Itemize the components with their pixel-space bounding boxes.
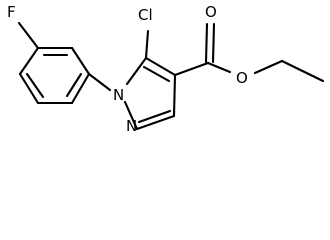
bond-c5-n1 bbox=[125, 56, 148, 86]
double-bond-c4-c5 bbox=[142, 65, 171, 83]
nitrogen-2-label: N bbox=[126, 117, 137, 134]
bond-oxygen-ch2 bbox=[253, 59, 284, 75]
carbonyl-bond-b bbox=[211, 22, 216, 64]
aromatic-bond-2 bbox=[65, 72, 83, 98]
aromatic-bond-3 bbox=[25, 72, 45, 99]
bond-f-c bbox=[17, 21, 40, 50]
carbonyl-bond-a bbox=[204, 22, 209, 64]
bond-carbonyl-oxygen bbox=[206, 61, 232, 74]
fluorine-label: F bbox=[7, 3, 16, 21]
carbonyl-oxygen-label: O bbox=[205, 3, 217, 21]
bond-phenyl-2 bbox=[70, 46, 91, 76]
double-bond-n2-c3 bbox=[137, 109, 172, 124]
bond-ch2-ch3 bbox=[280, 59, 325, 83]
bond-n2-c3 bbox=[135, 114, 176, 131]
bond-n1-n2 bbox=[123, 100, 139, 131]
structure-canvas: F Cl N N O O bbox=[7, 3, 325, 134]
bond-c4-carbonyl bbox=[173, 61, 210, 77]
molecule-diagram: F Cl N N O O bbox=[7, 3, 325, 134]
bond-phenyl-5 bbox=[18, 72, 40, 105]
ester-oxygen-label: O bbox=[236, 69, 248, 87]
bond-phenyl-6 bbox=[18, 46, 40, 76]
bond-phenyl-3 bbox=[70, 72, 91, 105]
chlorine-label: Cl bbox=[138, 6, 153, 24]
nitrogen-1-label: N bbox=[113, 86, 124, 104]
bond-c3-c4 bbox=[172, 73, 177, 118]
bond-c4-c5 bbox=[144, 56, 177, 77]
bond-c5-cl bbox=[144, 29, 150, 60]
bond-phenyl-n1 bbox=[87, 72, 112, 92]
